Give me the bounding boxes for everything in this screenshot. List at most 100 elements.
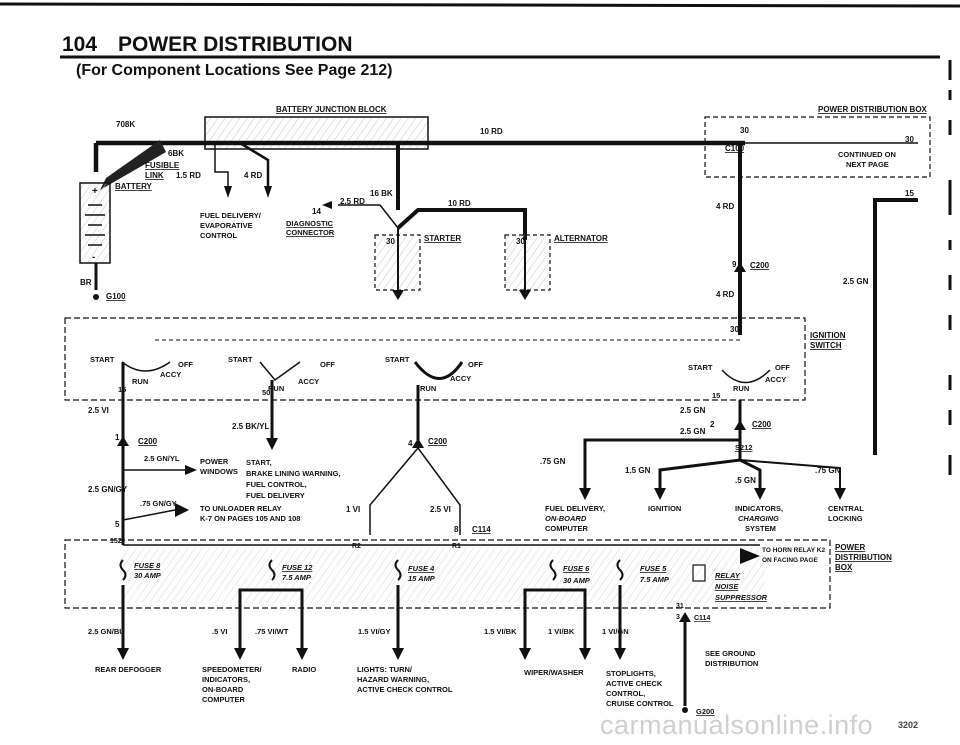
svg-text:BR: BR bbox=[80, 278, 92, 287]
svg-text:30: 30 bbox=[740, 126, 749, 135]
svg-text:RUN: RUN bbox=[268, 384, 284, 393]
svg-text:OFF: OFF bbox=[178, 360, 193, 369]
svg-text:FUEL DELIVERY: FUEL DELIVERY bbox=[246, 491, 305, 500]
svg-text:31: 31 bbox=[676, 603, 684, 610]
svg-text:2: 2 bbox=[710, 420, 715, 429]
svg-text:1.5 VI/GY: 1.5 VI/GY bbox=[358, 627, 391, 636]
svg-text:COMPUTER: COMPUTER bbox=[202, 695, 246, 704]
svg-text:COMPUTER: COMPUTER bbox=[545, 524, 589, 533]
svg-text:TO HORN RELAY K2: TO HORN RELAY K2 bbox=[762, 547, 825, 554]
svg-text:RELAY: RELAY bbox=[715, 571, 741, 580]
svg-text:CRUISE CONTROL: CRUISE CONTROL bbox=[606, 699, 674, 708]
svg-text:CENTRAL: CENTRAL bbox=[828, 504, 864, 513]
svg-text:START: START bbox=[385, 355, 410, 364]
svg-text:.75 GN: .75 GN bbox=[815, 466, 841, 475]
power-distribution-box-top: POWER DISTRIBUTION BOX 30 30 C100 CONTIN… bbox=[704, 105, 931, 178]
svg-text:G100: G100 bbox=[106, 292, 126, 301]
svg-text:10 RD: 10 RD bbox=[448, 199, 471, 208]
svg-text:C200: C200 bbox=[750, 261, 770, 270]
svg-text:STOPLIGHTS,: STOPLIGHTS, bbox=[606, 669, 656, 678]
svg-text:ACCY: ACCY bbox=[450, 374, 471, 383]
svg-text:SEE GROUND: SEE GROUND bbox=[705, 649, 756, 658]
top-border bbox=[0, 2, 960, 8]
svg-text:LINK: LINK bbox=[145, 171, 164, 180]
svg-text:DISTRIBUTION: DISTRIBUTION bbox=[835, 553, 892, 562]
svg-text:C200: C200 bbox=[428, 437, 448, 446]
starter: 30 STARTER bbox=[374, 228, 461, 300]
svg-text:ACCY: ACCY bbox=[765, 375, 786, 384]
svg-text:.75 GN/GY: .75 GN/GY bbox=[140, 499, 177, 508]
svg-text:15: 15 bbox=[712, 391, 720, 400]
svg-text:LOCKING: LOCKING bbox=[828, 514, 863, 523]
svg-text:WINDOWS: WINDOWS bbox=[200, 467, 238, 476]
svg-text:2.5 VI: 2.5 VI bbox=[430, 505, 451, 514]
svg-text:BOX: BOX bbox=[835, 563, 853, 572]
svg-text:1 VI: 1 VI bbox=[346, 505, 360, 514]
svg-text:EVAPORATIVE: EVAPORATIVE bbox=[200, 221, 253, 230]
svg-text:IGNITION: IGNITION bbox=[648, 504, 681, 513]
svg-text:2.5 GN/BU: 2.5 GN/BU bbox=[88, 627, 125, 636]
svg-text:LIGHTS: TURN/: LIGHTS: TURN/ bbox=[357, 665, 413, 674]
svg-text:K-7 ON PAGES 105 AND 108: K-7 ON PAGES 105 AND 108 bbox=[200, 514, 300, 523]
fuse-12: FUSE 12 7.5 AMP bbox=[268, 559, 313, 582]
svg-text:HAZARD WARNING,: HAZARD WARNING, bbox=[357, 675, 429, 684]
alternator: 30 ALTERNATOR bbox=[504, 234, 608, 300]
svg-text:RUN: RUN bbox=[420, 384, 436, 393]
svg-text:6BK: 6BK bbox=[168, 149, 184, 158]
svg-text:4 RD: 4 RD bbox=[716, 290, 734, 299]
svg-text:SWITCH: SWITCH bbox=[810, 341, 842, 350]
svg-text:ACCY: ACCY bbox=[298, 377, 319, 386]
svg-text:SPEEDOMETER/: SPEEDOMETER/ bbox=[202, 665, 263, 674]
svg-text:REAR DEFOGGER: REAR DEFOGGER bbox=[95, 665, 162, 674]
svg-text:4: 4 bbox=[408, 439, 413, 448]
svg-text:SUPPRESSOR: SUPPRESSOR bbox=[715, 593, 768, 602]
svg-text:C114: C114 bbox=[472, 525, 491, 534]
svg-text:ACTIVE CHECK CONTROL: ACTIVE CHECK CONTROL bbox=[357, 685, 453, 694]
svg-text:FUSE 5: FUSE 5 bbox=[640, 564, 667, 573]
fusible-link: 6BK FUSIBLE LINK 1.5 RD bbox=[100, 140, 201, 190]
svg-text:FUEL CONTROL,: FUEL CONTROL, bbox=[246, 480, 307, 489]
watermark: carmanualsonline.info bbox=[600, 710, 874, 740]
svg-text:BATTERY: BATTERY bbox=[115, 182, 153, 191]
svg-text:30: 30 bbox=[905, 135, 914, 144]
svg-text:ACCY: ACCY bbox=[160, 370, 181, 379]
page-subtitle: (For Component Locations See Page 212) bbox=[76, 62, 393, 79]
svg-text:NEXT PAGE: NEXT PAGE bbox=[846, 160, 889, 169]
svg-text:FUSE 4: FUSE 4 bbox=[408, 564, 435, 573]
svg-text:DIAGNOSTIC: DIAGNOSTIC bbox=[286, 219, 334, 228]
fuse-8: FUSE 8 30 AMP bbox=[119, 559, 162, 581]
svg-text:FUSE 12: FUSE 12 bbox=[282, 563, 313, 572]
svg-text:30 AMP: 30 AMP bbox=[134, 571, 162, 580]
svg-text:30: 30 bbox=[730, 325, 739, 334]
svg-text:OFF: OFF bbox=[775, 363, 790, 372]
svg-text:START: START bbox=[688, 363, 713, 372]
svg-text:3: 3 bbox=[676, 614, 680, 621]
svg-text:ACTIVE CHECK: ACTIVE CHECK bbox=[606, 679, 663, 688]
svg-text:C200: C200 bbox=[138, 437, 158, 446]
svg-text:OFF: OFF bbox=[468, 360, 483, 369]
svg-text:FUEL DELIVERY,: FUEL DELIVERY, bbox=[545, 504, 605, 513]
svg-text:.5 GN: .5 GN bbox=[735, 476, 756, 485]
svg-text:INDICATORS,: INDICATORS, bbox=[202, 675, 250, 684]
page-title: POWER DISTRIBUTION bbox=[118, 33, 353, 56]
svg-text:FUSE 6: FUSE 6 bbox=[563, 564, 590, 573]
svg-text:8: 8 bbox=[454, 525, 459, 534]
horn-relay-arrow-icon bbox=[740, 548, 760, 564]
ground-g100-icon bbox=[93, 294, 99, 300]
wire-10rd: 10 RD bbox=[480, 127, 503, 136]
svg-text:ON-BOARD: ON-BOARD bbox=[202, 685, 244, 694]
svg-text:FUEL DELIVERY/: FUEL DELIVERY/ bbox=[200, 211, 262, 220]
svg-text:30: 30 bbox=[386, 237, 395, 246]
svg-text:14: 14 bbox=[312, 207, 321, 216]
svg-text:CONTROL: CONTROL bbox=[200, 231, 237, 240]
svg-text:1 VI/GN: 1 VI/GN bbox=[602, 627, 629, 636]
svg-text:CONNECTOR: CONNECTOR bbox=[286, 228, 335, 237]
svg-text:2.5 RD: 2.5 RD bbox=[340, 197, 365, 206]
svg-text:POWER: POWER bbox=[200, 457, 229, 466]
svg-text:2.5 BK/YL: 2.5 BK/YL bbox=[232, 422, 269, 431]
svg-text:FUSE 8: FUSE 8 bbox=[134, 561, 161, 570]
svg-text:S212: S212 bbox=[735, 443, 753, 452]
fuse-5: FUSE 5 7.5 AMP bbox=[616, 559, 670, 584]
svg-text:30: 30 bbox=[516, 237, 525, 246]
